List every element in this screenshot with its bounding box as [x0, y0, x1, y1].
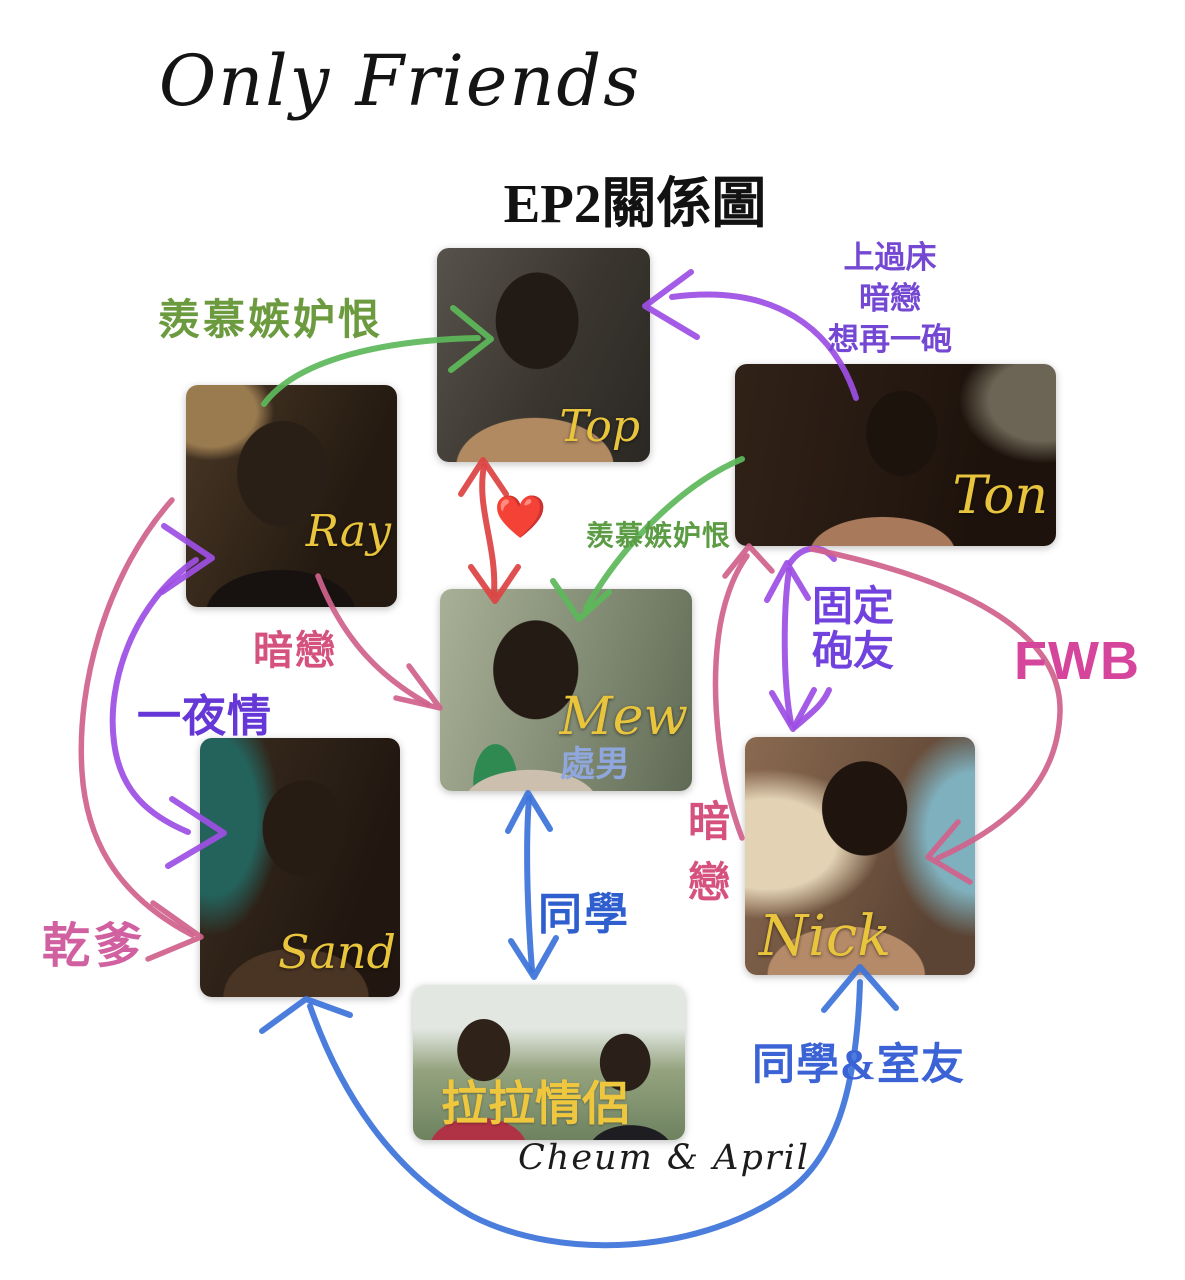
label-crush-nick-ton: 暗 戀 — [684, 792, 734, 914]
arrow-ton-nick-swoosh-top — [787, 545, 837, 566]
photo-cheum-april: 拉拉情侶 — [413, 985, 685, 1140]
label-envy-ray-top: 羨慕嫉妒恨 — [158, 296, 384, 343]
label-crush-nick-ton-line1: 暗 — [687, 798, 730, 845]
tag-lesbian-couple: 拉拉情侶 — [441, 1077, 629, 1130]
arrowhead-ton-nick-down — [769, 687, 817, 732]
arrowhead-ton-to-top — [642, 269, 700, 340]
label-sugar-daddy: 乾爹 — [42, 920, 147, 973]
label-fwb-en: FWB — [1014, 631, 1140, 691]
label-one-night: 一夜情 — [137, 692, 272, 741]
arrowhead-mew-cheum-down — [508, 935, 559, 980]
character-name-top: Top — [559, 401, 640, 452]
label-envy-ton-mew: 羨慕嫉妒恨 — [586, 520, 732, 551]
page-title: Only Friends — [158, 40, 642, 122]
arrow-ton-nick-swoosh-bottom — [792, 687, 832, 730]
arrowhead-sand-nick-sand — [259, 996, 353, 1034]
heart-icon: ❤️ — [494, 495, 547, 541]
label-fwb-zh-line2: 砲友 — [812, 628, 894, 675]
arrow-top-mew — [479, 463, 498, 597]
character-name-mew: Mew — [559, 687, 688, 747]
arrowhead-mew-cheum-up — [505, 790, 553, 834]
photo-ray: Ray — [186, 385, 397, 607]
character-name-cheum-april: Cheum & April — [518, 1138, 810, 1178]
label-ton-top-line2: 暗戀 — [859, 280, 921, 316]
photo-nick: Nick — [745, 737, 975, 975]
photo-top: Top — [437, 248, 650, 462]
label-crush-nick-ton-line2: 戀 — [687, 858, 730, 906]
label-ton-top-line1: 上過床 — [843, 240, 937, 275]
arrow-mew-cheum — [524, 795, 535, 973]
arrowhead-top-mew-up — [458, 457, 509, 497]
label-fwb-zh-line1: 固定 — [812, 583, 894, 629]
page-subtitle: EP2關係圖 — [503, 173, 767, 234]
character-name-nick: Nick — [759, 904, 892, 969]
label-crush-ray-mew: 暗戀 — [253, 629, 337, 673]
character-name-ton: Ton — [952, 466, 1048, 526]
label-ton-top-line3: 想再一砲 — [828, 321, 952, 357]
arrowhead-ton-nick-up — [764, 560, 811, 603]
tag-mew-virgin: 處男 — [559, 745, 630, 784]
label-classmates-roommates: 同學&室友 — [752, 1042, 965, 1089]
arrow-ton-nick-fwb — [781, 567, 794, 726]
label-classmates: 同學 — [538, 890, 630, 939]
label-ton-top: 上過床 暗戀 想再一砲 — [780, 238, 1000, 361]
photo-sand: Sand — [200, 738, 400, 997]
arrowhead-nick-to-ton — [722, 543, 775, 579]
photo-mew: Mew 處男 — [440, 589, 692, 791]
label-fwb-zh: 固定 砲友 — [812, 583, 912, 675]
arrowhead-sugardaddy-to-sand — [145, 900, 204, 962]
arrowhead-ray-to-mew — [393, 663, 443, 711]
character-name-sand: Sand — [277, 925, 396, 979]
character-name-ray: Ray — [305, 506, 391, 557]
photo-ton: Ton — [735, 364, 1056, 546]
